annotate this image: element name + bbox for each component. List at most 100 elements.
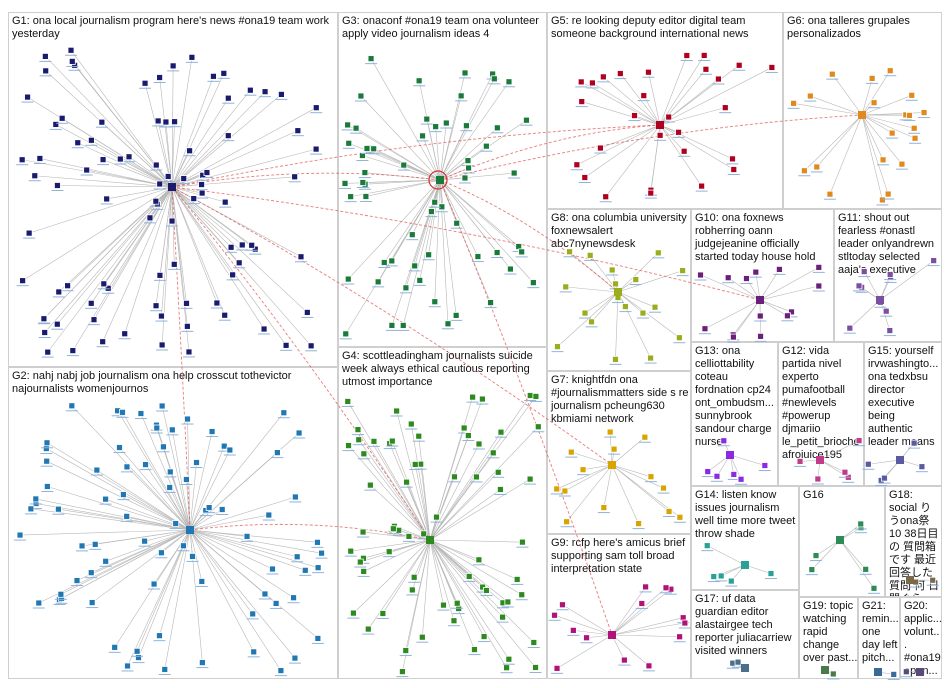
node-g5 — [599, 73, 607, 81]
node-g1 — [312, 104, 320, 112]
node-g4 — [451, 473, 458, 481]
group-g2-label: G2: nahj nabj job journalism ona help cr… — [12, 370, 295, 395]
edge — [429, 539, 444, 606]
node-g4 — [411, 461, 419, 468]
edge — [562, 604, 613, 636]
node-g2 — [220, 442, 228, 450]
edge — [863, 271, 881, 301]
node-g2 — [43, 483, 51, 490]
node-g2 — [150, 580, 158, 588]
edge — [189, 449, 231, 531]
node-g1 — [54, 182, 61, 189]
group-g6-label: G6: ona talleres grupales personalizados — [787, 15, 913, 40]
edge — [189, 529, 203, 582]
edge — [171, 150, 190, 188]
edge — [429, 539, 518, 580]
edge — [119, 447, 191, 531]
node-g6 — [813, 163, 821, 171]
edge — [868, 459, 901, 465]
edge — [759, 299, 788, 317]
node-g4 — [344, 398, 352, 405]
node-g8 — [679, 267, 687, 275]
node-g3 — [415, 77, 423, 85]
node-g3 — [380, 259, 388, 266]
edge — [429, 539, 485, 637]
node-g1 — [180, 175, 188, 182]
node-g2 — [124, 662, 131, 670]
node-g9 — [662, 584, 670, 592]
group-g4-label: G4: scottleadingham journalists suicide … — [342, 350, 536, 388]
edge — [171, 107, 317, 188]
node-g5 — [616, 70, 624, 77]
node-g10 — [752, 268, 760, 276]
node-g1 — [171, 118, 178, 126]
group-g9-label: G9: rcfp here's amicus brief supporting … — [551, 537, 689, 575]
edge — [382, 539, 431, 614]
edge — [611, 588, 672, 636]
edge — [759, 285, 819, 301]
node-g1 — [246, 86, 254, 94]
node-g10 — [724, 274, 732, 282]
node-g1 — [221, 311, 229, 319]
edge — [879, 260, 934, 301]
node-g2 — [123, 463, 131, 471]
edge — [861, 114, 916, 139]
edge — [171, 186, 265, 330]
node-g19 — [829, 670, 837, 678]
node-g4 — [478, 395, 486, 403]
edge — [648, 72, 661, 126]
edge — [171, 186, 232, 248]
edge — [419, 179, 441, 281]
node-g2 — [141, 537, 149, 545]
node-g4 — [475, 440, 483, 448]
node-g6 — [906, 112, 913, 119]
node-g5 — [729, 155, 736, 163]
hub-node-g12 — [816, 456, 824, 464]
node-g5 — [715, 75, 722, 83]
edge — [439, 172, 515, 181]
node-g3 — [419, 132, 426, 140]
node-g3 — [510, 169, 518, 177]
edge — [429, 539, 480, 561]
edge — [189, 431, 213, 531]
edge — [164, 529, 191, 670]
hub-node-g10 — [756, 296, 764, 304]
group-g3-label: G3: onaconf #ona19 team ona volunteer ap… — [342, 15, 542, 40]
edge — [591, 291, 619, 323]
edge — [363, 539, 431, 559]
node-g1 — [312, 145, 320, 153]
node-g1 — [278, 91, 285, 98]
edge — [586, 634, 613, 639]
edge — [348, 179, 441, 280]
node-g5 — [683, 52, 691, 59]
edge — [429, 539, 455, 621]
node-g3 — [431, 198, 439, 206]
node-g1 — [55, 288, 63, 296]
node-g1 — [152, 197, 160, 205]
node-g1 — [188, 53, 196, 61]
node-g2 — [301, 566, 309, 574]
edge — [44, 186, 173, 333]
node-g1 — [24, 93, 31, 101]
node-g2 — [116, 444, 123, 451]
node-g11 — [886, 327, 894, 334]
node-g6 — [868, 74, 876, 82]
node-g2 — [142, 461, 149, 469]
node-g2 — [158, 402, 166, 410]
node-g3 — [463, 122, 470, 130]
node-g5 — [573, 161, 581, 169]
node-g5 — [700, 52, 708, 59]
node-g3 — [452, 311, 460, 319]
node-g4 — [360, 568, 368, 575]
node-g1 — [69, 347, 77, 355]
edge — [46, 448, 191, 531]
node-g14 — [703, 542, 711, 550]
group-g11-panel: G11: shout out fearless #onastl leader o… — [834, 209, 942, 342]
node-g12 — [855, 437, 863, 445]
node-g10 — [756, 312, 764, 320]
group-g10-panel: G10: ona foxnews robherring oann judgeje… — [691, 209, 834, 342]
node-g2 — [102, 557, 110, 565]
edge — [189, 496, 296, 531]
node-g2 — [68, 402, 76, 410]
node-g2 — [314, 635, 322, 642]
